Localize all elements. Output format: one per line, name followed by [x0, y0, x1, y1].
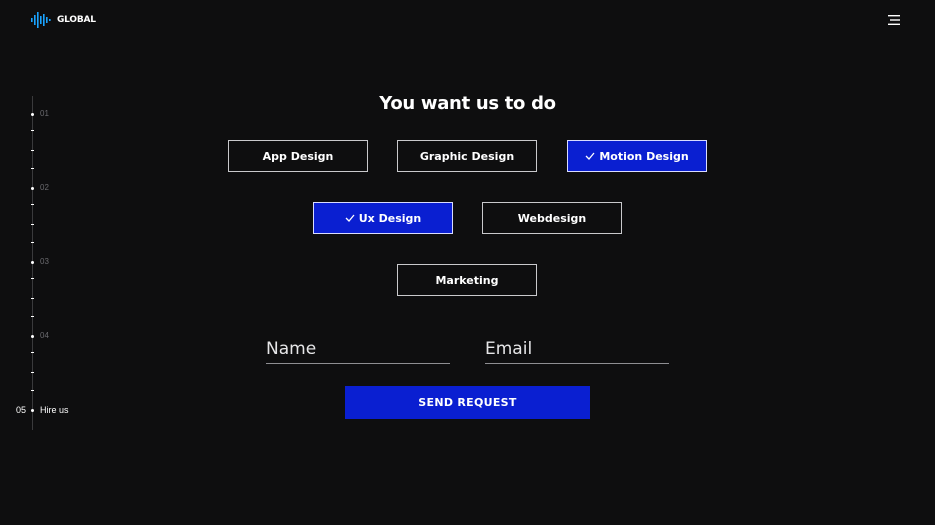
progress-step-01[interactable]: 01 [0, 108, 120, 120]
option-graphic-design[interactable]: Graphic Design [397, 140, 537, 172]
step-dot [31, 409, 34, 412]
brand-name: GLOBAL [57, 15, 96, 25]
rail-tick [31, 316, 34, 317]
step-number: 01 [40, 109, 49, 118]
option-motion-design[interactable]: Motion Design [567, 140, 707, 172]
page-title: You want us to do [379, 93, 556, 114]
brand-logo[interactable]: GLOBAL [31, 11, 96, 29]
hamburger-menu-icon [888, 15, 900, 25]
rail-tick [31, 390, 34, 391]
progress-step-04[interactable]: 04 [0, 330, 120, 342]
rail-tick [31, 298, 34, 299]
option-label: Ux Design [358, 211, 422, 225]
progress-rail: 01 02 03 04 05 Hire us [0, 96, 120, 430]
rail-tick [31, 242, 34, 243]
step-dot [31, 113, 34, 116]
option-label: App Design [262, 149, 334, 163]
name-field[interactable] [266, 334, 450, 364]
option-label: Webdesign [517, 211, 587, 225]
option-app-design[interactable]: App Design [228, 140, 368, 172]
progress-step-05[interactable]: 05 Hire us [0, 404, 120, 416]
check-icon [585, 152, 595, 160]
rail-tick [31, 130, 34, 131]
send-request-button[interactable]: SEND REQUEST [345, 386, 590, 419]
step-number: 03 [40, 257, 49, 266]
step-dot [31, 187, 34, 190]
rail-tick [31, 352, 34, 353]
step-dot [31, 261, 34, 264]
option-label: Graphic Design [419, 149, 515, 163]
sound-wave-logo-icon [31, 12, 51, 28]
rail-tick [31, 278, 34, 279]
step-number: 05 [16, 405, 27, 415]
option-webdesign[interactable]: Webdesign [482, 202, 622, 234]
rail-tick [31, 372, 34, 373]
option-label: Motion Design [599, 149, 689, 163]
menu-button[interactable] [884, 12, 904, 28]
option-ux-design[interactable]: Ux Design [313, 202, 453, 234]
email-field[interactable] [485, 334, 669, 364]
rail-tick [31, 168, 34, 169]
step-number: 04 [40, 331, 49, 340]
rail-tick [31, 224, 34, 225]
option-marketing[interactable]: Marketing [397, 264, 537, 296]
option-label: Marketing [435, 273, 499, 287]
check-icon [345, 214, 355, 222]
progress-step-02[interactable]: 02 [0, 182, 120, 194]
rail-tick [31, 204, 34, 205]
progress-step-03[interactable]: 03 [0, 256, 120, 268]
step-label: Hire us [40, 405, 69, 415]
step-number: 02 [40, 183, 49, 192]
step-dot [31, 335, 34, 338]
rail-tick [31, 150, 34, 151]
